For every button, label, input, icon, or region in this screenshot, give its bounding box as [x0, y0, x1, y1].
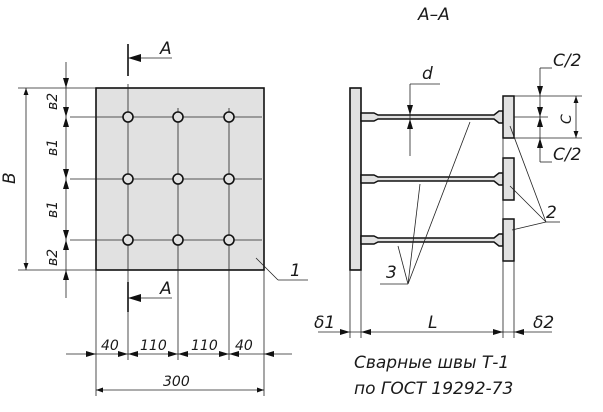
hole — [122, 111, 134, 123]
callout-2-leaders — [509, 125, 560, 231]
section-title: А–А — [417, 5, 450, 25]
hole — [172, 111, 184, 123]
anchor-rods — [360, 95, 515, 262]
callout-3: 3 — [386, 263, 397, 283]
dim-label-c-half-top: С/2 — [553, 51, 581, 71]
dim-label-v1-lower: в1 — [45, 201, 61, 218]
dim-label-v1-upper: в1 — [45, 139, 61, 156]
left-plate-section — [349, 87, 362, 271]
plan-view: А А В в2 в1 в1 в2 — [0, 39, 308, 396]
weld-note-line2: по ГОСТ 19292-73 — [354, 379, 513, 399]
vertical-dimensions — [18, 62, 96, 298]
dim-label-v2-bottom: в2 — [45, 249, 61, 266]
dim-40-right: 40 — [235, 338, 253, 354]
section-mark-top — [127, 44, 172, 76]
section-view: А–А d — [314, 5, 582, 399]
dim-110-left: 110 — [140, 338, 167, 354]
dim-40-left: 40 — [101, 338, 119, 354]
section-label-top: А — [159, 39, 172, 59]
dim-length — [318, 138, 552, 338]
dim-label-B: В — [0, 172, 20, 184]
dim-label-c: С — [559, 114, 575, 124]
section-label-bottom: А — [159, 279, 172, 299]
hole — [122, 173, 134, 185]
callout-3-leaders — [380, 121, 471, 285]
horizontal-dimensions — [66, 270, 292, 396]
dim-label-d: d — [422, 64, 433, 84]
callout-1: 1 — [290, 261, 301, 281]
dim-label-delta1: δ1 — [314, 313, 335, 333]
hole — [172, 234, 184, 246]
callout-2: 2 — [546, 203, 557, 223]
dim-label-v2-top: в2 — [45, 93, 61, 110]
weld-note-line1: Сварные швы Т-1 — [354, 353, 509, 373]
hole — [223, 173, 235, 185]
hole — [172, 173, 184, 185]
dim-c — [514, 67, 582, 163]
dim-label-L: L — [428, 313, 437, 333]
hole — [223, 234, 235, 246]
dim-110-right: 110 — [191, 338, 218, 354]
section-mark-bottom — [127, 282, 172, 312]
dim-d — [407, 83, 440, 156]
dim-label-c-half-bottom: С/2 — [553, 145, 581, 165]
hole — [223, 111, 235, 123]
hole — [122, 234, 134, 246]
dim-300: 300 — [163, 374, 190, 390]
dim-label-delta2: δ2 — [533, 313, 554, 333]
holes — [122, 111, 235, 246]
